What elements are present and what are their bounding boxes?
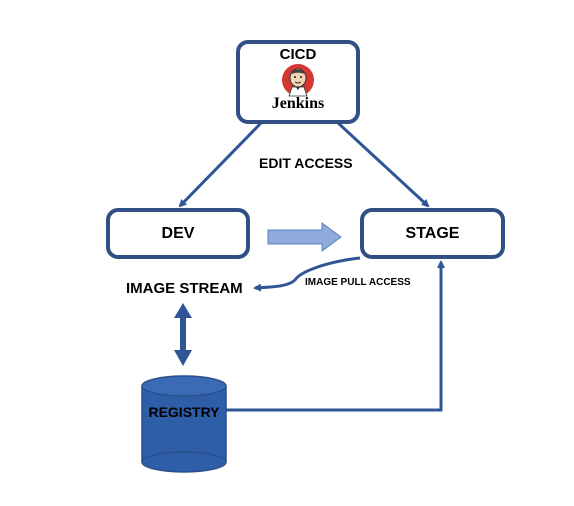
cicd-node: CICD Jenkins [236, 40, 360, 124]
edge-image-stream-registry [174, 303, 192, 366]
promote-arrow [267, 222, 342, 252]
registry-cylinder [141, 375, 227, 473]
edit-access-label: EDIT ACCESS [259, 155, 353, 171]
edge-registry-to-stage [224, 260, 445, 412]
stage-label: STAGE [405, 224, 460, 242]
edge-stage-pull-image-stream [253, 256, 361, 292]
stage-node: STAGE [360, 208, 505, 259]
edge-cicd-to-dev [178, 120, 264, 208]
image-pull-access-label: IMAGE PULL ACCESS [305, 277, 411, 288]
dev-label: DEV [161, 224, 195, 242]
image-stream-label: IMAGE STREAM [126, 280, 243, 297]
registry-label: REGISTRY [148, 404, 220, 420]
dev-node: DEV [106, 208, 250, 259]
edge-cicd-to-stage [335, 120, 430, 208]
jenkins-butler-icon [282, 64, 314, 97]
jenkins-logo-text: Jenkins [271, 95, 325, 112]
cicd-title: CICD [279, 46, 317, 63]
